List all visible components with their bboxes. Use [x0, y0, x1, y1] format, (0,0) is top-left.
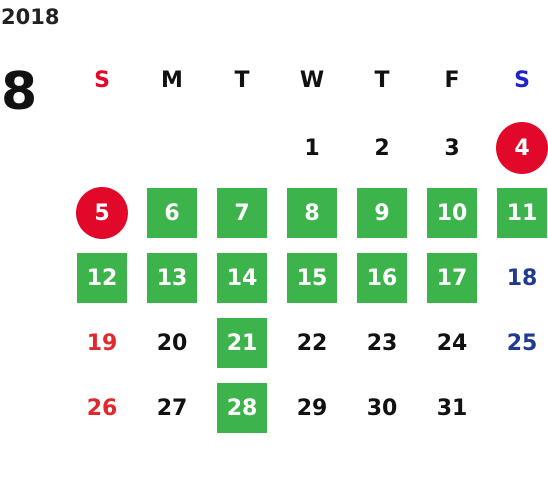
- day-number: 21: [217, 318, 267, 368]
- day-cell-12[interactable]: 12: [72, 250, 132, 306]
- day-cell-31[interactable]: 31: [422, 380, 482, 436]
- day-cell-8[interactable]: 8: [282, 185, 342, 241]
- day-cell-11[interactable]: 11: [492, 185, 548, 241]
- day-cell-1[interactable]: 1: [282, 120, 342, 176]
- day-number: 1: [304, 135, 320, 161]
- day-number: 18: [506, 265, 538, 291]
- day-cell-23[interactable]: 23: [352, 315, 412, 371]
- day-cell-29[interactable]: 29: [282, 380, 342, 436]
- year-label: 2018: [1, 5, 60, 29]
- day-cell-6[interactable]: 6: [142, 185, 202, 241]
- weekday-sat: S: [514, 68, 530, 93]
- weekday-mon: M: [161, 68, 183, 93]
- day-number: 20: [156, 330, 188, 356]
- day-cell-10[interactable]: 10: [422, 185, 482, 241]
- day-number: 28: [217, 383, 267, 433]
- day-number: 22: [296, 330, 328, 356]
- day-number: 3: [444, 135, 460, 161]
- day-number: 4: [496, 122, 548, 174]
- day-cell-19[interactable]: 19: [72, 315, 132, 371]
- day-cell-16[interactable]: 16: [352, 250, 412, 306]
- day-cell-22[interactable]: 22: [282, 315, 342, 371]
- day-number: 15: [287, 253, 337, 303]
- weekday-wed: W: [299, 68, 325, 93]
- day-cell-18[interactable]: 18: [492, 250, 548, 306]
- day-cell-13[interactable]: 13: [142, 250, 202, 306]
- day-number: 2: [374, 135, 390, 161]
- day-number: 14: [217, 253, 267, 303]
- day-number: 11: [497, 188, 547, 238]
- day-number: 23: [366, 330, 398, 356]
- day-cell-28[interactable]: 28: [212, 380, 272, 436]
- weekday-fri: F: [444, 68, 460, 93]
- weekday-thu: T: [374, 68, 390, 93]
- weekday-sun: S: [94, 68, 110, 93]
- day-number: 17: [427, 253, 477, 303]
- day-number: 26: [86, 395, 118, 421]
- day-cell-7[interactable]: 7: [212, 185, 272, 241]
- day-number: 7: [217, 188, 267, 238]
- weekday-tue: T: [234, 68, 250, 93]
- day-cell-5[interactable]: 5: [72, 185, 132, 241]
- day-cell-17[interactable]: 17: [422, 250, 482, 306]
- day-number: 12: [77, 253, 127, 303]
- day-number: 8: [287, 188, 337, 238]
- day-cell-2[interactable]: 2: [352, 120, 412, 176]
- day-number: 27: [156, 395, 188, 421]
- day-number: 31: [436, 395, 468, 421]
- weekday-header: S M T W T F S: [72, 64, 548, 98]
- day-number: 19: [86, 330, 118, 356]
- day-cell-3[interactable]: 3: [422, 120, 482, 176]
- day-cell-25[interactable]: 25: [492, 315, 548, 371]
- day-number: 30: [366, 395, 398, 421]
- day-number: 6: [147, 188, 197, 238]
- day-number: 13: [147, 253, 197, 303]
- day-cell-9[interactable]: 9: [352, 185, 412, 241]
- day-cell-27[interactable]: 27: [142, 380, 202, 436]
- day-cell-21[interactable]: 21: [212, 315, 272, 371]
- day-cell-4[interactable]: 4: [492, 120, 548, 176]
- day-number: 16: [357, 253, 407, 303]
- month-number: 8: [1, 62, 38, 122]
- day-cell-26[interactable]: 26: [72, 380, 132, 436]
- day-number: 10: [427, 188, 477, 238]
- day-number: 5: [76, 187, 128, 239]
- day-number: 29: [296, 395, 328, 421]
- day-number: 9: [357, 188, 407, 238]
- day-number: 25: [506, 330, 538, 356]
- day-cell-30[interactable]: 30: [352, 380, 412, 436]
- day-number: 24: [436, 330, 468, 356]
- day-cell-20[interactable]: 20: [142, 315, 202, 371]
- day-cell-15[interactable]: 15: [282, 250, 342, 306]
- day-cell-24[interactable]: 24: [422, 315, 482, 371]
- day-cell-14[interactable]: 14: [212, 250, 272, 306]
